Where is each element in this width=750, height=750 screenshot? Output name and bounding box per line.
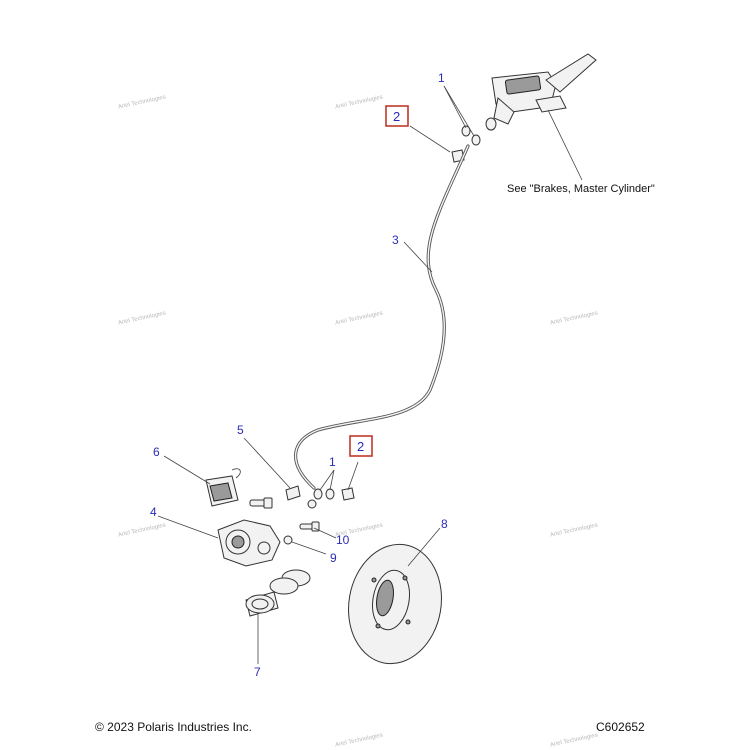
- top-fittings: [451, 125, 481, 163]
- caliper: [217, 519, 281, 567]
- callout-5: 5: [237, 423, 244, 437]
- watermark: Ariel Technologies: [118, 523, 167, 539]
- watermark: Ariel Technologies: [550, 733, 599, 749]
- leader-lines: [157, 85, 583, 664]
- watermark: Ariel Technologies: [550, 311, 599, 327]
- brake-disc: [348, 543, 442, 665]
- watermark: Ariel Technologies: [118, 95, 167, 111]
- watermark: Ariel Technologies: [550, 523, 599, 539]
- callout-4: 4: [150, 505, 157, 519]
- brake-hose: [294, 144, 470, 490]
- brake-pads: [205, 468, 241, 507]
- watermark: Ariel Technologies: [335, 95, 384, 111]
- piston-and-seals: [245, 569, 311, 617]
- callout-2-mid-box: [349, 435, 373, 457]
- reference-note: See "Brakes, Master Cylinder": [507, 183, 655, 195]
- watermark: Ariel Technologies: [118, 311, 167, 327]
- callout-8: 8: [441, 517, 448, 531]
- callout-6: 6: [153, 445, 160, 459]
- copyright-text: © 2023 Polaris Industries Inc.: [95, 720, 252, 734]
- diagram-code: C602652: [596, 720, 645, 734]
- watermark: Ariel Technologies: [335, 733, 384, 749]
- callout-1-mid: 1: [329, 455, 336, 469]
- callout-9: 9: [330, 551, 337, 565]
- callout-2-mid: 2: [357, 439, 364, 454]
- master-cylinder: [485, 53, 597, 131]
- callouts: 1 2 3 5 6 2 1 4 10 9 8 7: [150, 71, 448, 679]
- bolts: [249, 497, 320, 545]
- callout-2-top-box: [385, 105, 409, 127]
- callout-10: 10: [336, 533, 350, 547]
- callout-2-top: 2: [393, 109, 400, 124]
- callout-1-top: 1: [438, 71, 445, 85]
- callout-3: 3: [392, 233, 399, 247]
- watermark: Ariel Technologies: [335, 311, 384, 327]
- lower-fittings: [285, 485, 355, 501]
- callout-7: 7: [254, 665, 261, 679]
